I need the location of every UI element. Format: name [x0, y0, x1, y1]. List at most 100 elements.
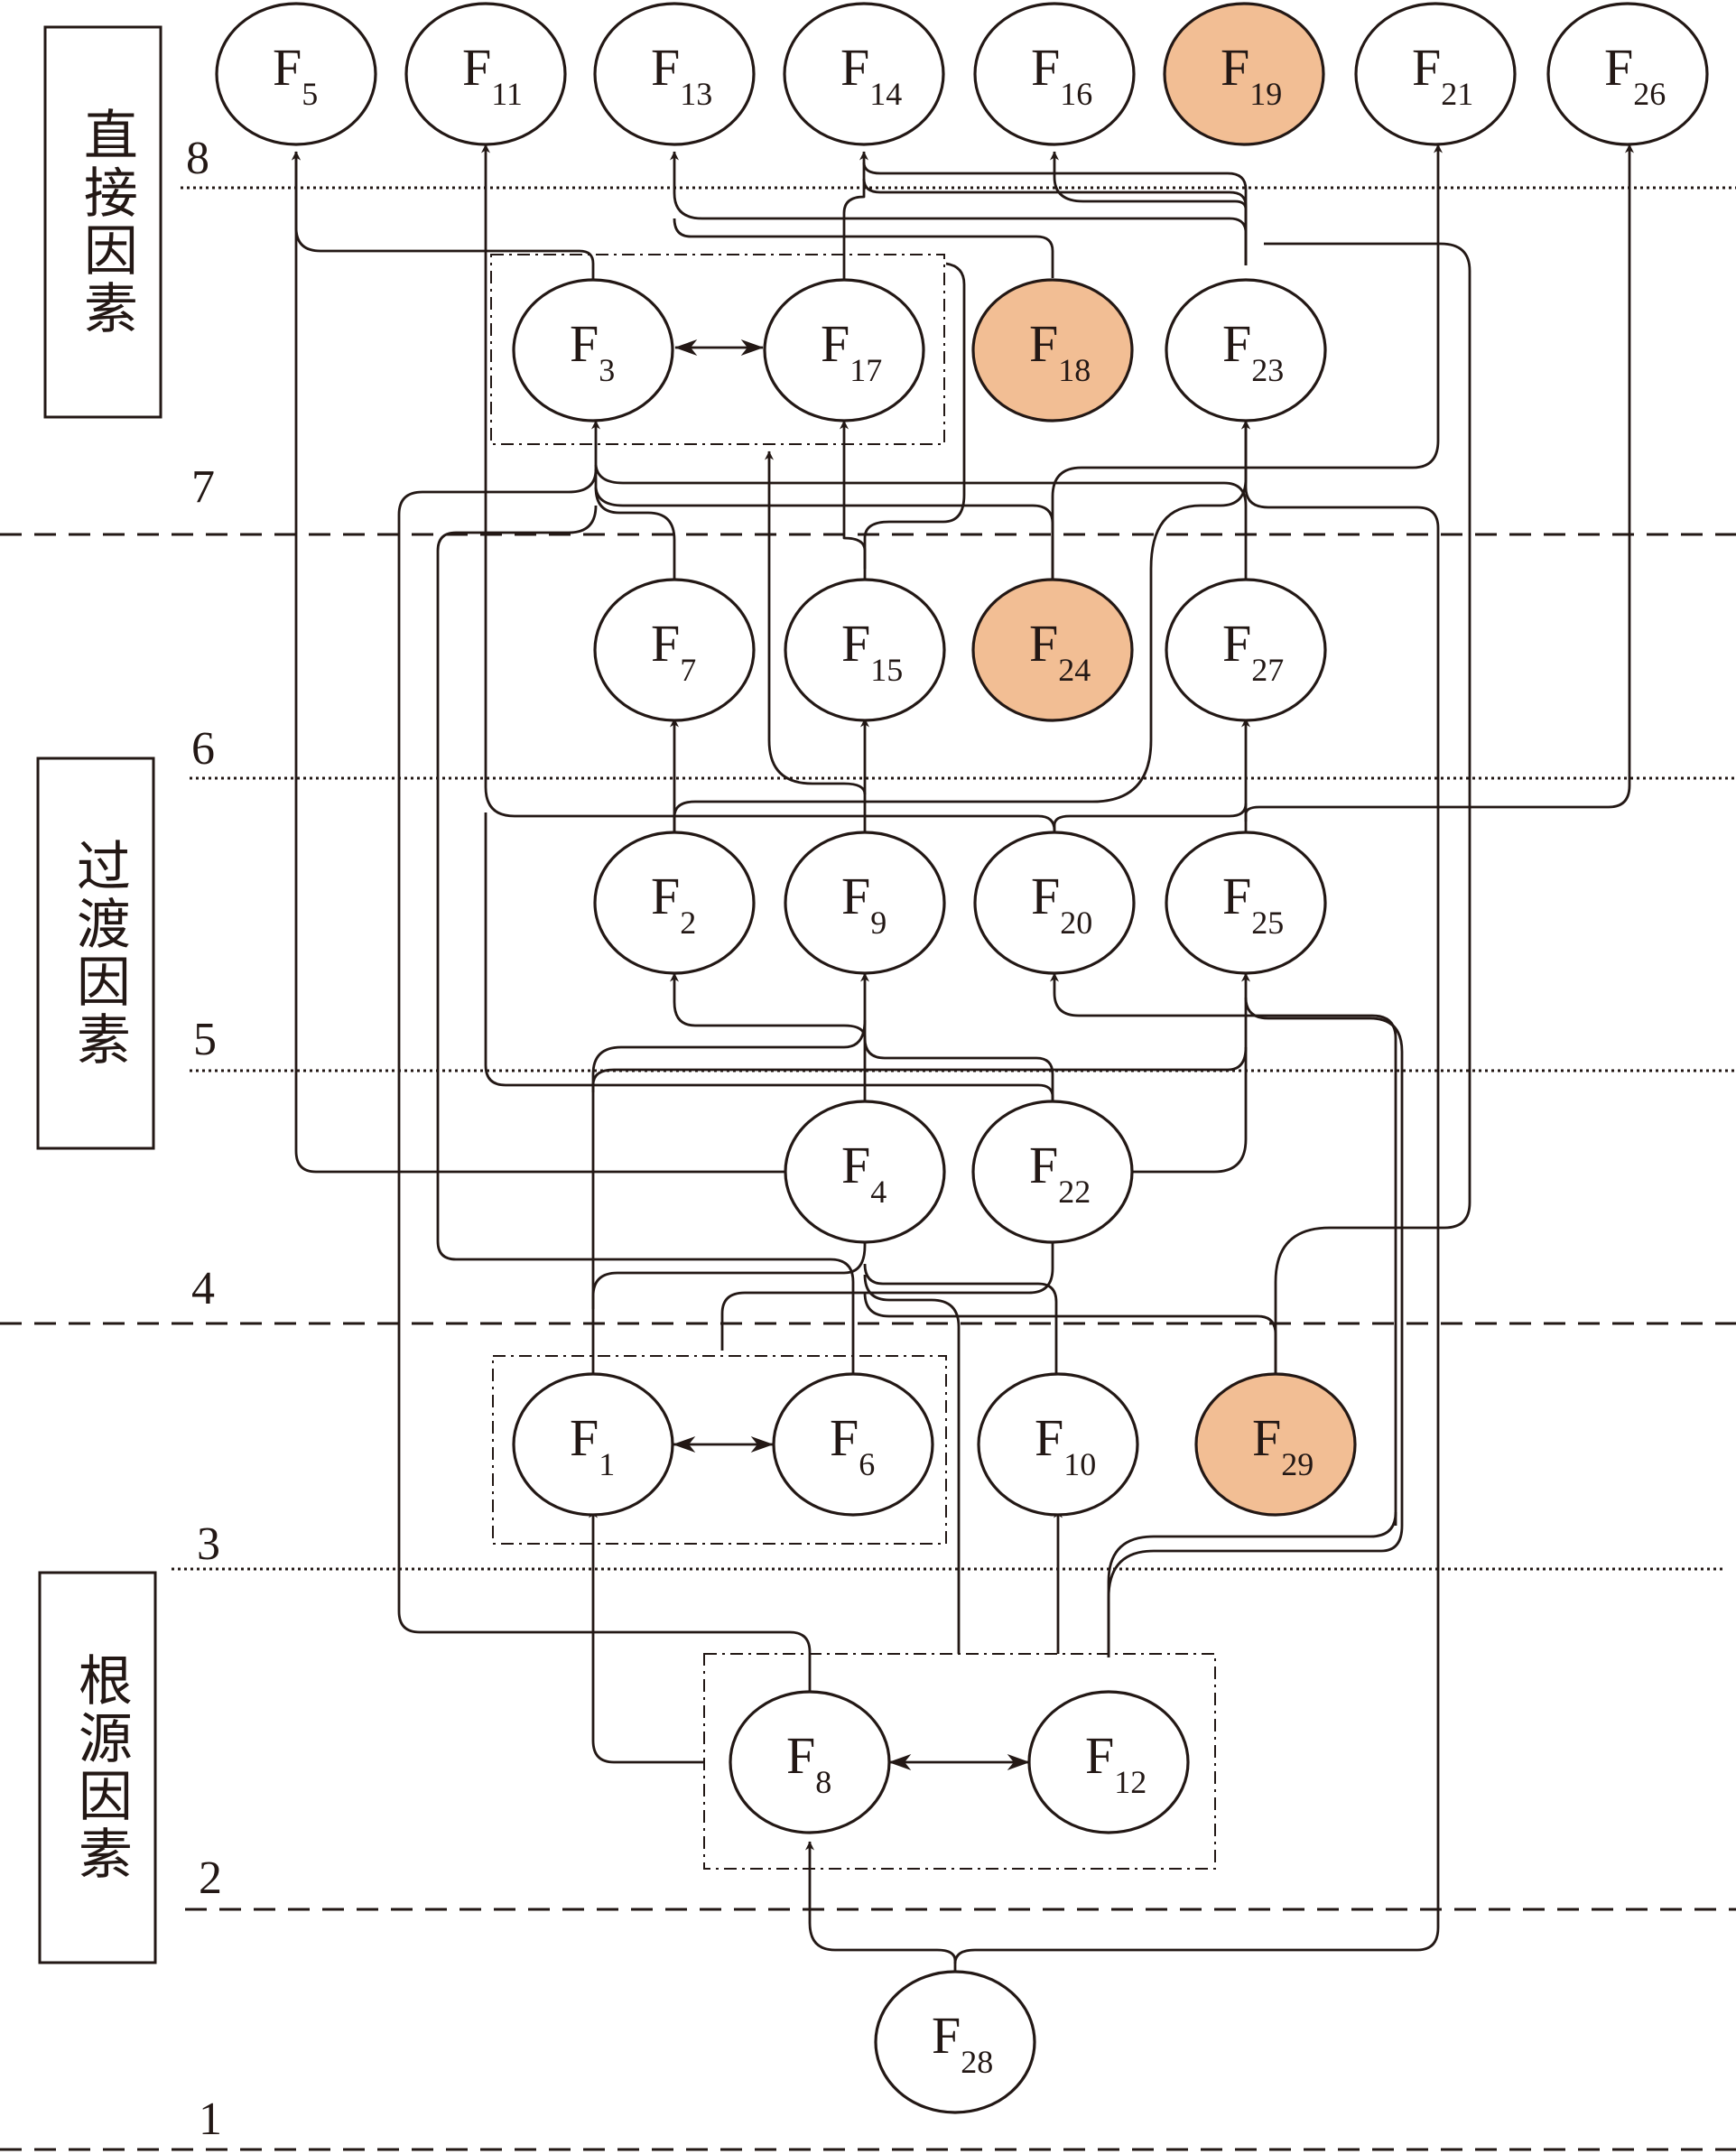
edge-f1-f9 [591, 1019, 867, 1379]
node-label-sub: 7 [680, 652, 696, 688]
node-label-sub: 12 [1114, 1764, 1147, 1800]
node-ellipse [971, 1100, 1134, 1244]
node-ellipse [1354, 2, 1517, 146]
edge-f28-f23 [953, 420, 1440, 1964]
node-label-sub: 19 [1249, 76, 1282, 112]
node-f28: F28 [874, 1970, 1036, 2114]
node-label-main: F [1412, 38, 1441, 97]
edge-f3-f5 [292, 151, 595, 287]
level-number-6: 6 [191, 723, 215, 775]
node-label: F19 [1221, 38, 1282, 112]
node-label: F11 [462, 38, 523, 112]
node-f17: F17 [763, 278, 925, 422]
edge-f23-f14 [862, 178, 1248, 265]
edge-f4-f5 [292, 151, 785, 1174]
edge-f2-f23 [673, 420, 1250, 834]
node-label-sub: 28 [961, 2044, 993, 2080]
node-f22: F22 [971, 1100, 1134, 1244]
node-label-main: F [1222, 314, 1251, 373]
node-label-sub: 9 [870, 905, 887, 941]
edge-f1-f25 [591, 1046, 1248, 1092]
node-f24: F24 [971, 578, 1134, 722]
node-f14: F14 [783, 2, 945, 146]
level-number-1: 1 [199, 2094, 222, 2145]
node-label-main: F [830, 1408, 859, 1467]
node-label: F26 [1604, 38, 1666, 112]
node-f2: F2 [593, 831, 756, 975]
edge-f20-f11 [481, 144, 1056, 831]
node-label: F9 [841, 867, 887, 941]
node-f25: F25 [1165, 831, 1327, 975]
node-label-main: F [651, 614, 680, 673]
edge-f29-f23 [1264, 242, 1471, 1379]
edge-f24-f3 [594, 487, 1054, 581]
node-label: F25 [1222, 867, 1284, 941]
node-label-sub: 29 [1281, 1446, 1314, 1482]
node-ellipse [971, 578, 1134, 722]
node-f18: F18 [971, 278, 1134, 422]
node-label-sub: 10 [1063, 1446, 1096, 1482]
edges [292, 144, 1634, 1975]
node-label: F17 [821, 314, 882, 388]
node-f26: F26 [1546, 2, 1709, 146]
node-ellipse [971, 278, 1134, 422]
node-ellipse [1165, 831, 1327, 975]
edge-f15-bus-up [863, 262, 966, 569]
node-label-main: F [932, 2006, 961, 2065]
node-ellipse [404, 2, 567, 146]
node-f1: F1 [512, 1372, 674, 1517]
node-label: F12 [1085, 1726, 1147, 1800]
edge-f24-f21 [1051, 144, 1443, 581]
node-f11: F11 [404, 2, 567, 146]
node-label-main: F [841, 1136, 870, 1194]
node-label: F28 [932, 2006, 993, 2080]
node-label: F29 [1252, 1408, 1314, 1482]
node-label-sub: 16 [1060, 76, 1092, 112]
node-f19: F19 [1163, 2, 1325, 146]
node-f5: F5 [215, 2, 377, 146]
node-ellipse [1027, 1690, 1190, 1834]
node-label-sub: 25 [1251, 905, 1284, 941]
node-f12: F12 [1027, 1690, 1190, 1834]
node-label-sub: 20 [1060, 905, 1092, 941]
edge-f10-f4 [863, 1263, 1058, 1379]
node-label-sub: 26 [1633, 76, 1666, 112]
category-transition: 过渡因素 [36, 757, 155, 1150]
edge-f25-f26 [1244, 144, 1634, 822]
node-label-main: F [1029, 614, 1058, 673]
edge-f27-f3 [594, 464, 1248, 581]
node-label-main: F [1031, 38, 1060, 97]
node-ellipse [977, 1372, 1139, 1517]
node-label: F10 [1035, 1408, 1096, 1482]
node-label: F22 [1029, 1136, 1091, 1210]
node-f15: F15 [784, 578, 946, 722]
node-label: F18 [1029, 314, 1091, 388]
edge-f22-f11 [484, 812, 1054, 1103]
node-f27: F27 [1165, 578, 1327, 722]
node-label: F20 [1031, 867, 1092, 941]
edge-f12-f4 [863, 1274, 961, 1654]
edge-f20-f27 [1053, 803, 1248, 834]
node-label-main: F [651, 38, 680, 97]
node-label: F6 [830, 1408, 875, 1482]
node-label-main: F [1222, 614, 1251, 673]
node-label: F13 [651, 38, 712, 112]
node-label-main: F [1029, 314, 1058, 373]
node-label-main: F [570, 1408, 599, 1467]
edge-f8-f1 [589, 1509, 704, 1764]
node-ellipse [763, 278, 925, 422]
edge-f23-f13 [670, 151, 1248, 265]
category-root: 根源因素 [38, 1571, 157, 1964]
node-label: F8 [786, 1726, 831, 1800]
node-f13: F13 [593, 2, 756, 146]
node-f6: F6 [772, 1372, 934, 1517]
node-label: F5 [273, 38, 318, 112]
level-number-5: 5 [193, 1014, 217, 1065]
node-label-main: F [1029, 1136, 1058, 1194]
node-label-sub: 22 [1058, 1174, 1091, 1210]
node-label-sub: 23 [1251, 352, 1284, 388]
node-ellipse [784, 1100, 946, 1244]
node-label-sub: 6 [859, 1446, 875, 1482]
node-label-sub: 27 [1251, 652, 1284, 688]
